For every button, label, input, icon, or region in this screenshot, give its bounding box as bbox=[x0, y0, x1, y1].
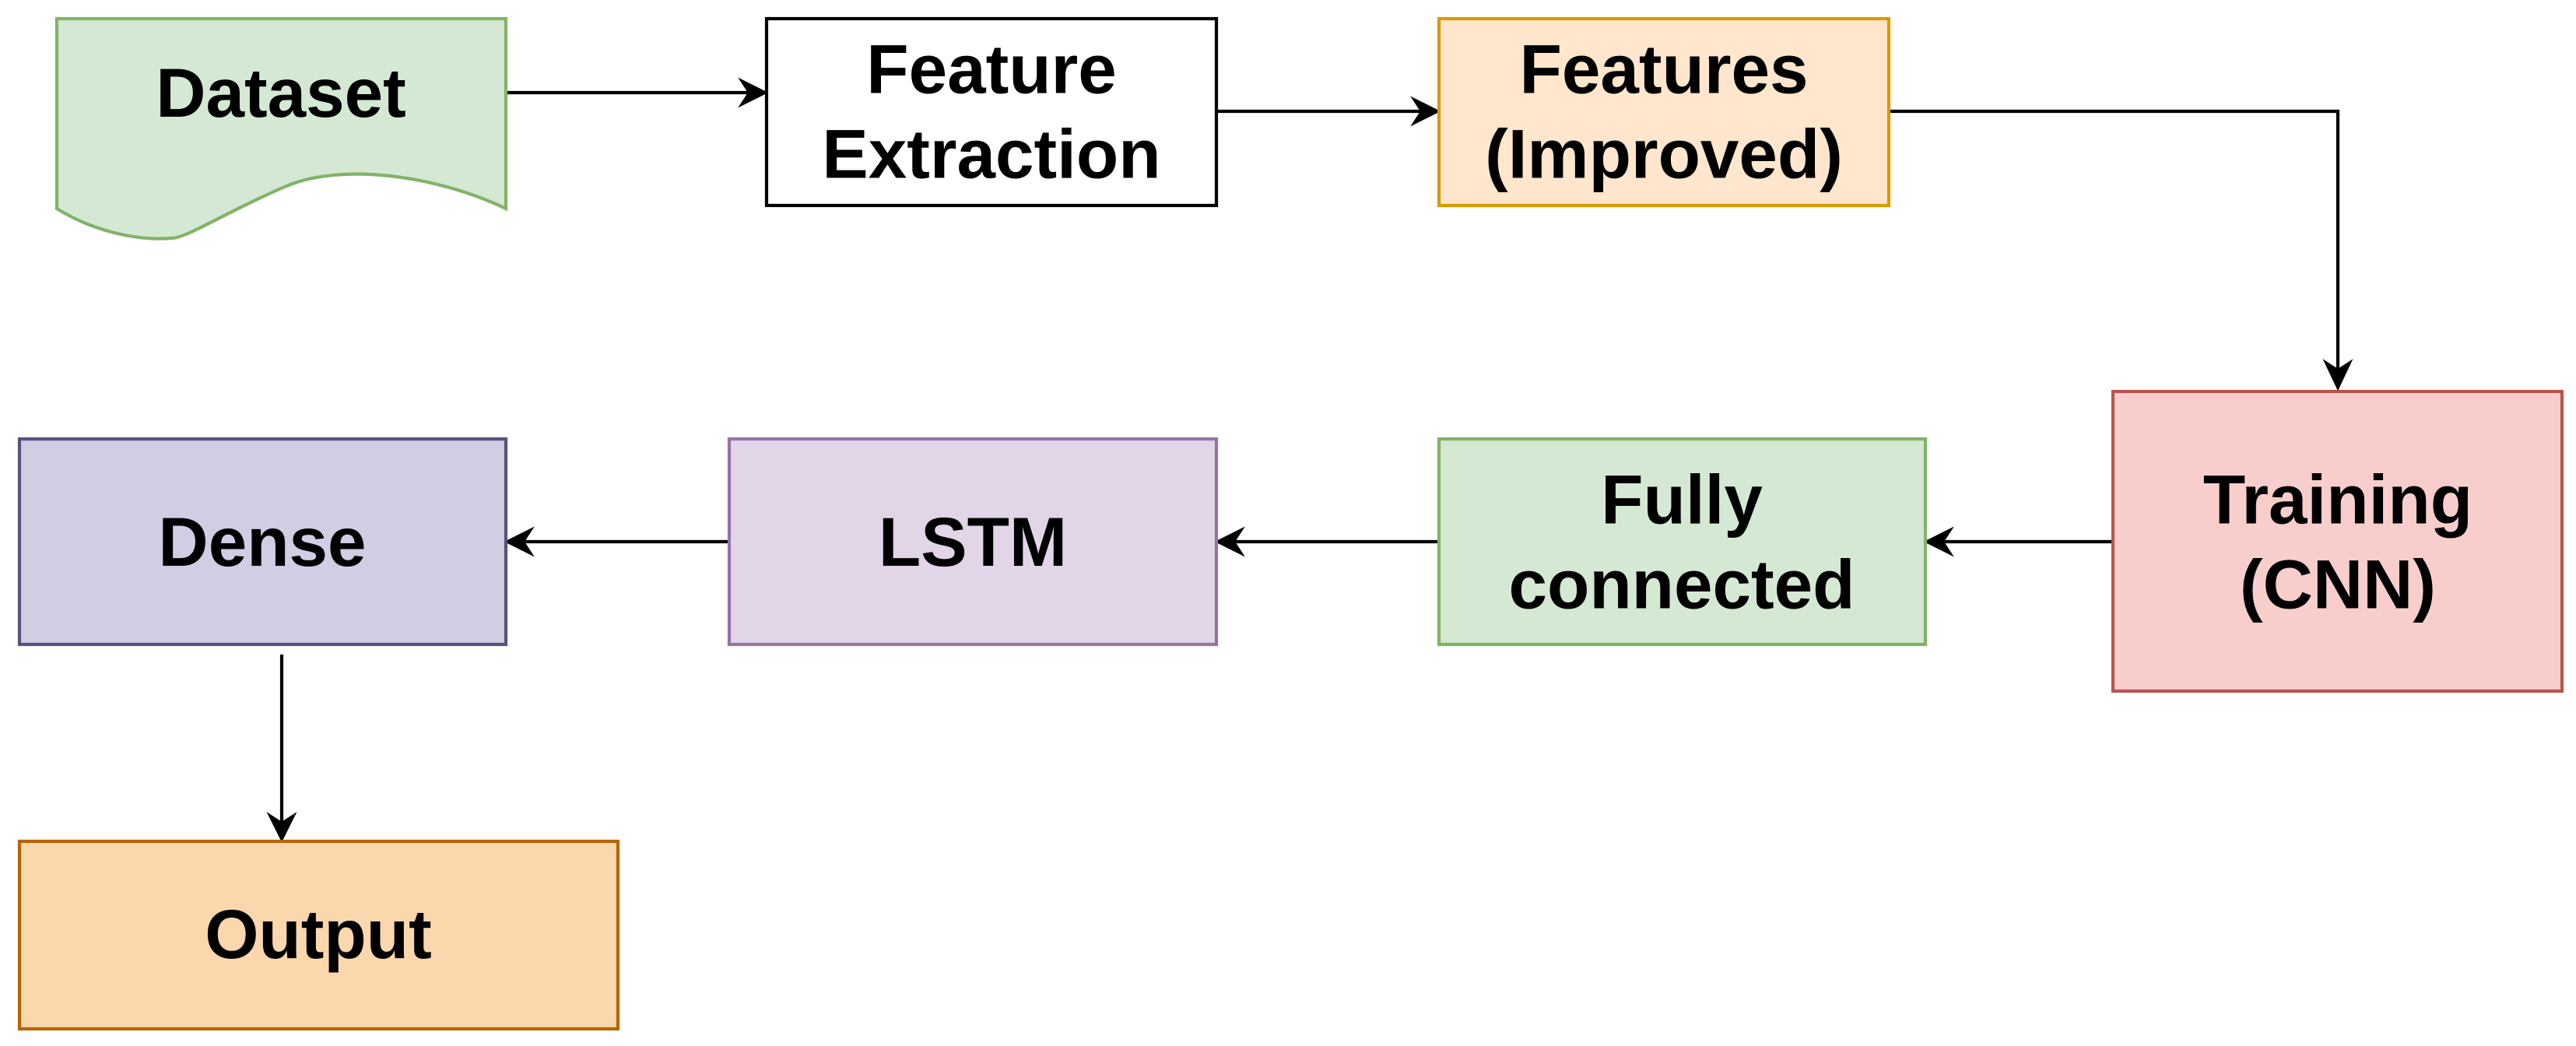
label-line: connected bbox=[1508, 546, 1855, 623]
lstm-label: LSTM bbox=[879, 503, 1067, 581]
lstm-box bbox=[727, 437, 1219, 647]
dataset-document-shape bbox=[54, 16, 508, 240]
edge-lstm-to-dense bbox=[504, 526, 729, 557]
output-box bbox=[17, 839, 620, 1031]
fully-connected-box bbox=[1437, 437, 1928, 647]
node-dense: Dense bbox=[17, 437, 508, 647]
node-training-cnn: Training(CNN) bbox=[2111, 389, 2564, 693]
node-lstm: LSTM bbox=[727, 437, 1219, 647]
label-line: Extraction bbox=[822, 115, 1160, 193]
training-cnn-box bbox=[2111, 389, 2564, 693]
label-line: Fully bbox=[1601, 461, 1763, 539]
edge-fully-connected-to-lstm bbox=[1214, 526, 1439, 557]
dense-label: Dense bbox=[158, 503, 366, 581]
output-label: Output bbox=[205, 895, 432, 973]
dense-box bbox=[17, 437, 508, 647]
edge-features-improved-to-training-cnn bbox=[1889, 109, 2353, 391]
label-line: Dense bbox=[158, 503, 366, 581]
label-line: (CNN) bbox=[2240, 546, 2436, 623]
features-improved-label: Features(Improved) bbox=[1485, 30, 1843, 193]
label-line: (Improved) bbox=[1485, 115, 1843, 193]
edge-dense-to-output bbox=[266, 655, 297, 843]
feature-extraction-box bbox=[764, 16, 1219, 208]
node-dataset: Dataset bbox=[54, 16, 508, 240]
label-line: Feature bbox=[866, 30, 1117, 108]
node-output: Output bbox=[17, 839, 620, 1031]
edge-dataset-to-feature-extraction bbox=[506, 77, 769, 108]
edge-feature-extraction-to-features-improved bbox=[1216, 96, 1441, 127]
dataset-label: Dataset bbox=[156, 54, 406, 132]
label-line: LSTM bbox=[879, 503, 1067, 581]
label-line: Output bbox=[205, 895, 432, 973]
label-line: Features bbox=[1520, 30, 1809, 108]
features-improved-box bbox=[1437, 16, 1891, 208]
label-line: Dataset bbox=[156, 54, 406, 132]
node-features-improved: Features(Improved) bbox=[1437, 16, 1891, 208]
edge-training-cnn-to-fully-connected bbox=[1923, 526, 2113, 557]
training-cnn-label: Training(CNN) bbox=[2203, 461, 2472, 623]
label-line: Training bbox=[2203, 461, 2472, 539]
edges bbox=[266, 77, 2353, 843]
